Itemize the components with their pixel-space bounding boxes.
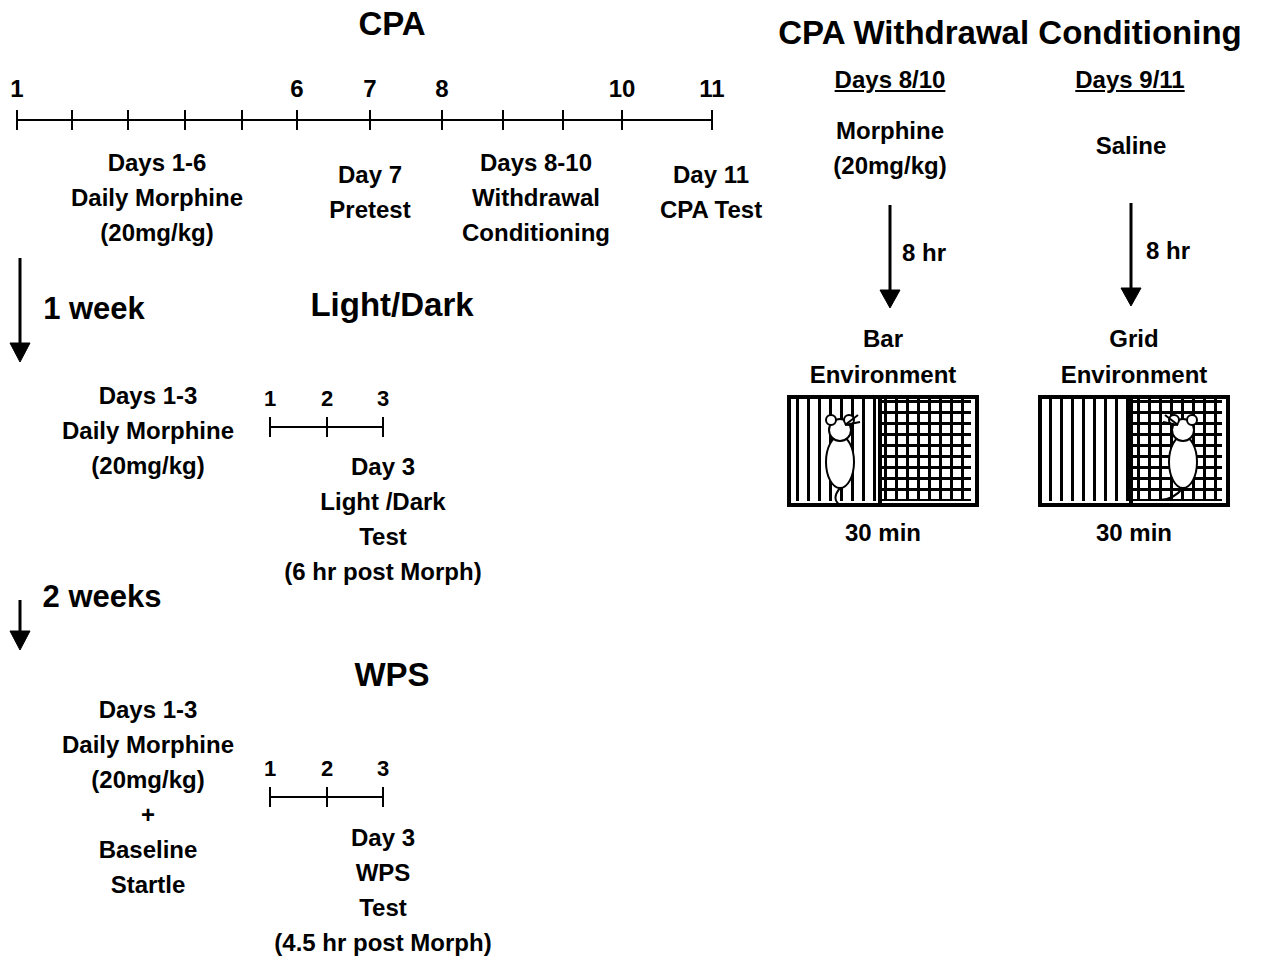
timeline-label: CPA Withdrawal Conditioning bbox=[778, 14, 1241, 52]
timeline-label: 1 bbox=[264, 751, 276, 786]
timeline-label: Day 7 Pretest bbox=[329, 157, 410, 227]
duration-label: 30 min bbox=[1096, 515, 1172, 551]
cage-environment: Bar Environment30 min bbox=[787, 395, 979, 507]
timeline-label: Day 3 WPS Test (4.5 hr post Morph) bbox=[274, 820, 491, 960]
timeline-label: Light/Dark bbox=[310, 286, 473, 324]
timeline-label: Days 9/11 bbox=[1075, 62, 1184, 97]
timeline-label: 8 hr bbox=[1146, 233, 1190, 268]
environment-heading: Bar Environment bbox=[810, 321, 957, 393]
timeline-label: Day 11 CPA Test bbox=[660, 157, 762, 227]
timeline-label: Day 3 Light /Dark Test (6 hr post Morph) bbox=[284, 449, 481, 589]
environment-heading: Grid Environment bbox=[1061, 321, 1208, 393]
timeline-label: 11 bbox=[699, 71, 724, 106]
timeline-label: 2 weeks bbox=[43, 578, 162, 616]
timeline-label: Days 1-6 Daily Morphine (20mg/kg) bbox=[71, 145, 243, 250]
timeline-label: Saline bbox=[1096, 128, 1167, 163]
timeline-label: 6 bbox=[290, 71, 303, 106]
timeline-label: Days 1-3 Daily Morphine (20mg/kg) bbox=[62, 378, 234, 483]
timeline-label: WPS bbox=[354, 656, 429, 694]
timeline-label: 2 bbox=[321, 751, 333, 786]
timeline-label: 8 hr bbox=[902, 235, 946, 270]
timeline-label: 8 bbox=[435, 71, 448, 106]
cage-environment: Grid Environment30 min bbox=[1038, 395, 1230, 507]
timeline-label: CPA bbox=[358, 5, 425, 43]
duration-label: 30 min bbox=[845, 515, 921, 551]
timeline-label: 3 bbox=[377, 751, 389, 786]
timeline-label: 2 bbox=[321, 381, 333, 416]
timeline-label: Morphine (20mg/kg) bbox=[833, 113, 946, 183]
timeline-label: 1 bbox=[264, 381, 276, 416]
timeline-label: 10 bbox=[609, 71, 636, 106]
timeline-label: Days 8/10 bbox=[835, 62, 946, 97]
timeline-label: 1 week bbox=[43, 290, 145, 328]
timeline-label: 3 bbox=[377, 381, 389, 416]
timeline-label: Days 8-10 Withdrawal Conditioning bbox=[462, 145, 610, 250]
timeline-label: 7 bbox=[363, 71, 376, 106]
timeline-label: 1 bbox=[10, 71, 23, 106]
timeline-label: Days 1-3 Daily Morphine (20mg/kg) + Base… bbox=[62, 692, 234, 902]
